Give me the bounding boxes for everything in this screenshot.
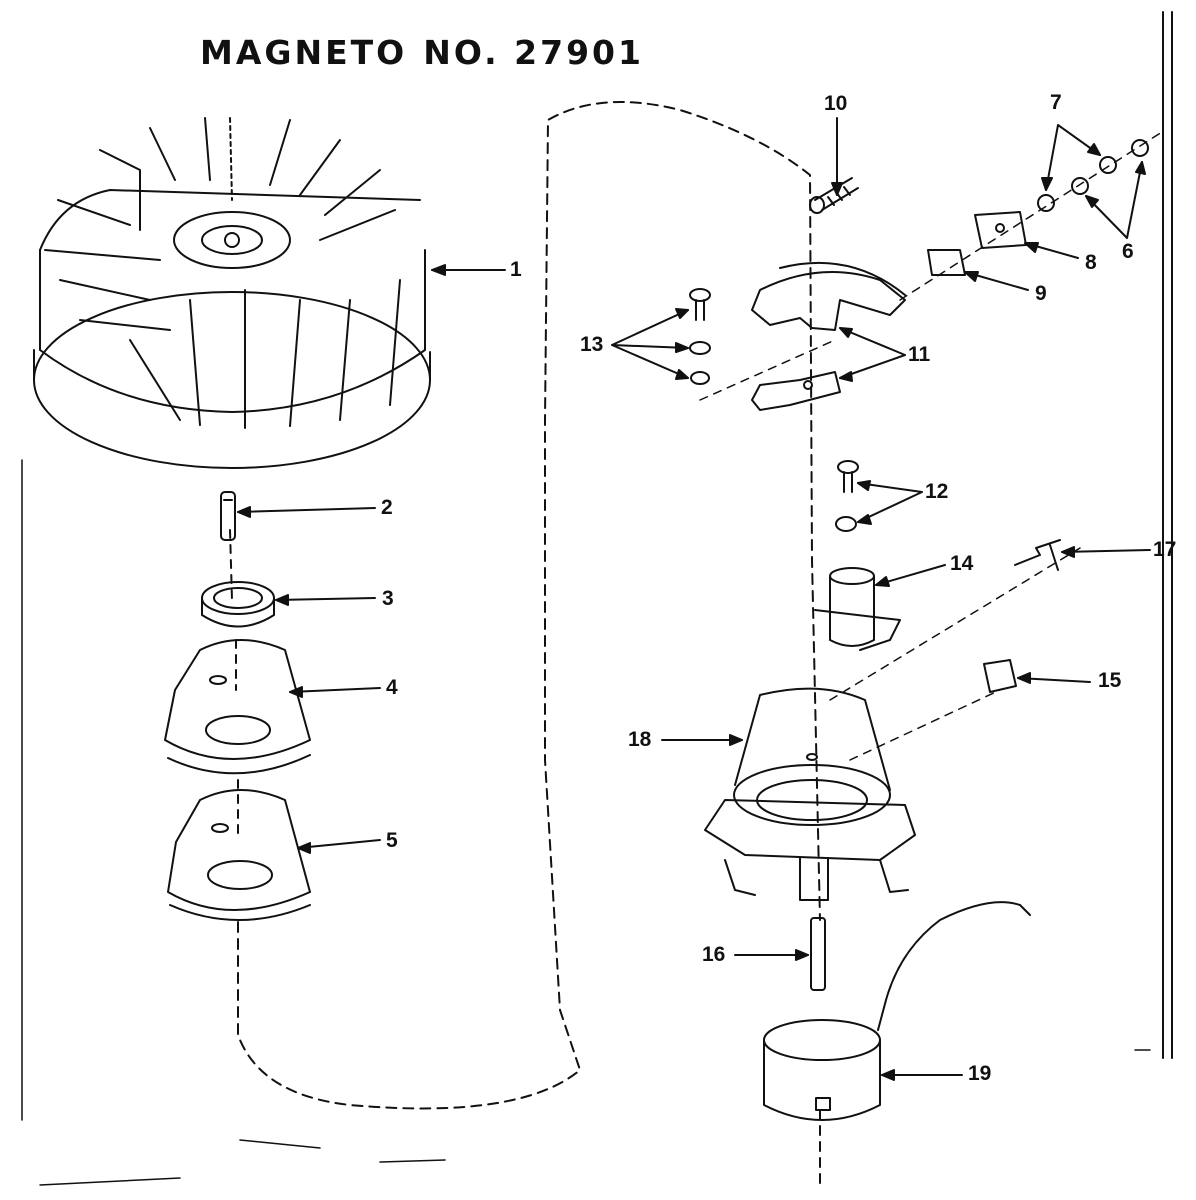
pin-drawing <box>810 917 826 991</box>
title-word: MAGNETO <box>200 33 408 72</box>
callout-11: 11 <box>908 343 931 366</box>
magneto-base-drawing <box>704 687 916 901</box>
callout-16: 16 <box>702 943 726 966</box>
callout-17: 17 <box>1153 538 1177 561</box>
screw-12-drawing <box>835 460 859 532</box>
coil-drawing <box>763 901 1031 1121</box>
plate-upper-drawing <box>164 639 311 775</box>
spring-wire-drawing <box>1014 539 1061 571</box>
callout-1: 1 <box>510 258 522 281</box>
callout-8: 8 <box>1085 251 1097 274</box>
breaker-points-drawing <box>751 261 906 411</box>
callout-19: 19 <box>968 1062 992 1085</box>
callout-18: 18 <box>628 728 652 751</box>
scan-marks <box>39 1049 1151 1186</box>
condenser-dashed-line <box>829 547 1081 761</box>
callout-leader-lines <box>237 117 1151 1081</box>
callout-7: 7 <box>1050 91 1062 114</box>
condenser-drawing <box>814 567 901 651</box>
callout-14: 14 <box>950 552 974 575</box>
callout-13: 13 <box>580 333 604 356</box>
callout-9: 9 <box>1035 282 1047 305</box>
callout-4: 4 <box>386 676 398 699</box>
screw-13-drawing <box>689 288 711 385</box>
callout-6: 6 <box>1122 240 1134 263</box>
callout-10: 10 <box>824 92 848 115</box>
axis-dashed-left <box>229 529 239 841</box>
title-number: NO. 27901 <box>423 33 644 72</box>
callout-5: 5 <box>386 829 398 852</box>
callout-12: 12 <box>925 480 949 503</box>
assembly-dashed-path <box>237 101 821 1110</box>
page-border-right <box>21 11 1173 1121</box>
screw-10-drawing <box>809 177 859 214</box>
callout-15: 15 <box>1098 669 1122 692</box>
sleeve-drawing <box>201 581 275 628</box>
felt-pad-drawing <box>983 659 1017 693</box>
diagram-title: MAGNETO NO. 27901 <box>200 33 660 72</box>
hardware-small-parts-drawing <box>927 139 1149 276</box>
flywheel-drawing <box>33 117 431 469</box>
callout-2: 2 <box>381 496 393 519</box>
hardware-dashed-line <box>699 129 1166 401</box>
key-drawing <box>220 491 236 541</box>
plate-lower-drawing <box>167 789 311 921</box>
callout-3: 3 <box>382 587 394 610</box>
